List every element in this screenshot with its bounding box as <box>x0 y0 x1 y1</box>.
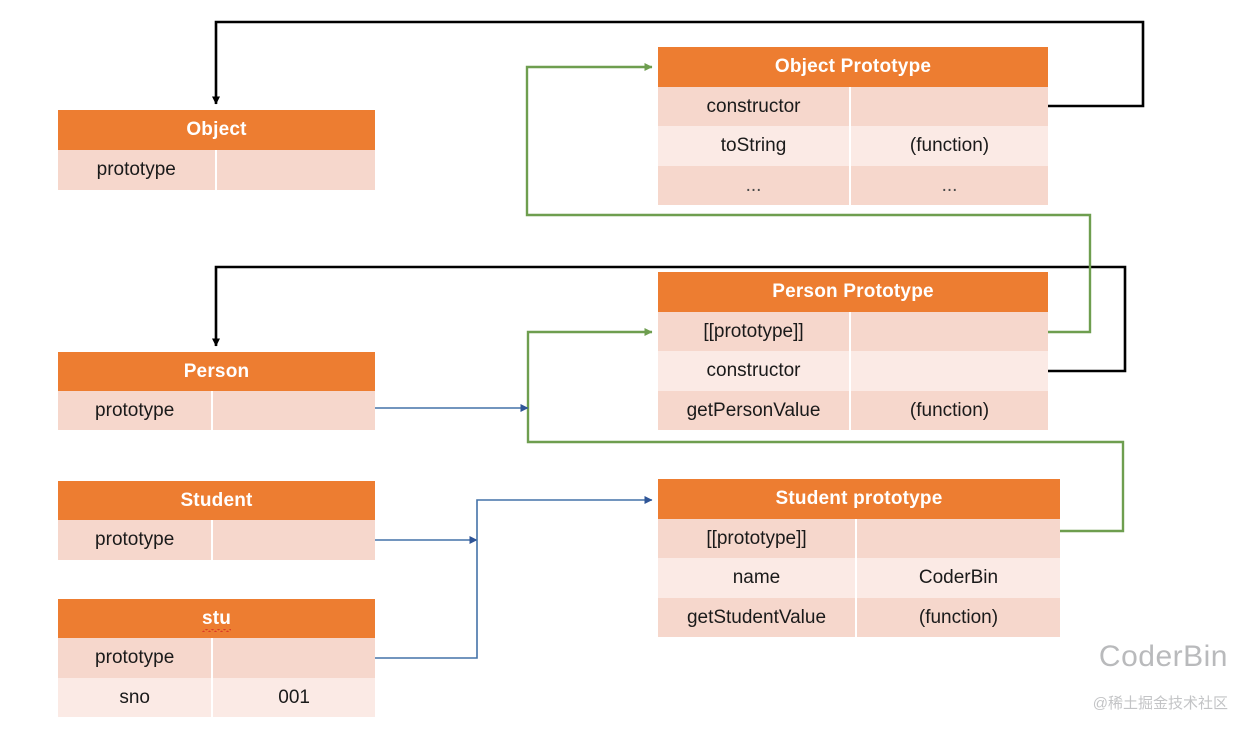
cell-key: getStudentValue <box>658 598 857 637</box>
box-person-prototype: Person Prototype [[prototype]] construct… <box>658 272 1048 430</box>
cell-key: prototype <box>58 638 214 678</box>
cell-value <box>851 87 1048 126</box>
box-stu-row-sno: sno 001 <box>58 678 375 717</box>
cell-key: constructor <box>658 87 852 126</box>
box-object-prototype-row-ellipsis: ... ... <box>658 166 1048 205</box>
cell-value <box>213 520 375 560</box>
cell-value: CoderBin <box>918 567 999 588</box>
box-stu-title-text: stu <box>201 607 232 632</box>
box-person-title: Person <box>58 352 375 391</box>
cell-key: getPersonValue <box>658 391 852 430</box>
cell-key: prototype <box>58 150 217 190</box>
box-stu-row-prototype: prototype <box>58 638 375 678</box>
cell-key: sno <box>58 678 214 717</box>
box-stu-title: stu <box>58 599 375 638</box>
cell-value: ... <box>941 174 958 196</box>
cell-key: constructor <box>658 351 852 391</box>
box-object-prototype-row-constructor: constructor <box>658 87 1048 126</box>
box-object-prototype-title: Object Prototype <box>658 47 1048 87</box>
box-person-prototype-row-prototype: [[prototype]] <box>658 312 1048 351</box>
box-student-prototype-row-prototype: [[prototype]] <box>658 519 1060 558</box>
box-student-prototype-title: Student prototype <box>658 479 1060 519</box>
cell-value: (function) <box>918 606 999 628</box>
box-person-prototype-row-constructor: constructor <box>658 351 1048 391</box>
cell-value: (function) <box>909 399 990 421</box>
cell-value <box>851 312 1048 351</box>
cell-key: prototype <box>58 391 214 430</box>
cell-key: toString <box>658 126 852 166</box>
cell-value <box>213 638 375 678</box>
cell-value <box>857 519 1060 558</box>
box-student: Student prototype <box>58 481 375 560</box>
watermark-source: @稀土掘金技术社区 <box>1092 695 1228 712</box>
box-person-row-prototype: prototype <box>58 391 375 430</box>
box-object-prototype: Object Prototype constructor toString (f… <box>658 47 1048 205</box>
box-person-prototype-title: Person Prototype <box>658 272 1048 312</box>
cell-value: (function) <box>909 135 990 156</box>
box-object: Object prototype <box>58 110 375 190</box>
cell-value: 001 <box>278 686 310 708</box>
box-student-prototype-row-getstudentvalue: getStudentValue (function) <box>658 598 1060 637</box>
box-person-prototype-row-getpersonvalue: getPersonValue (function) <box>658 391 1048 430</box>
box-object-prototype-row-tostring: toString (function) <box>658 126 1048 166</box>
box-object-title: Object <box>58 110 375 150</box>
cell-value <box>851 351 1048 391</box>
cell-key: name <box>658 558 857 598</box>
box-person: Person prototype <box>58 352 375 430</box>
cell-key: [[prototype]] <box>658 519 857 558</box>
box-student-row-prototype: prototype <box>58 520 375 560</box>
cell-value <box>217 150 376 190</box>
cell-key: ... <box>658 166 852 205</box>
box-student-prototype: Student prototype [[prototype]] name Cod… <box>658 479 1060 637</box>
box-student-prototype-row-name: name CoderBin <box>658 558 1060 598</box>
cell-key: prototype <box>58 520 214 560</box>
cell-value <box>213 391 375 430</box>
box-student-title: Student <box>58 481 375 520</box>
cell-key: [[prototype]] <box>658 312 852 351</box>
watermark-brand: CoderBin <box>1098 640 1228 673</box>
box-object-row-prototype: prototype <box>58 150 375 190</box>
box-stu: stu prototype sno 001 <box>58 599 375 717</box>
